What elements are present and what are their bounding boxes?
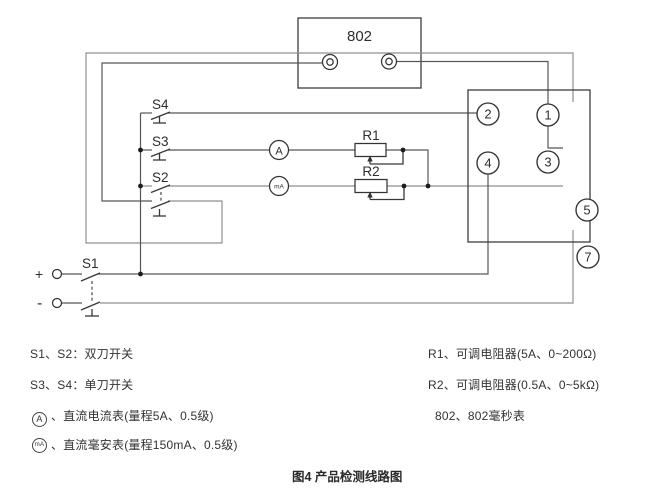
label-s1: S1 <box>82 256 99 271</box>
device-under-test-box <box>467 89 591 243</box>
minus-terminal <box>51 297 63 309</box>
label-minus: - <box>37 295 42 312</box>
svg-text:2: 2 <box>484 107 491 122</box>
svg-text:mA: mA <box>274 183 284 190</box>
label-r2: R2 <box>362 164 379 179</box>
ms-meter-terminals <box>321 53 398 71</box>
legend-text: R2、可调电阻器(0.5A、0~5kΩ) <box>428 378 600 392</box>
legend-row-ammeter: A 、直流电流表(量程5A、0.5级) <box>32 407 214 427</box>
terminal-7: 7 <box>576 245 600 269</box>
switch-s3 <box>150 148 171 161</box>
label-s4: S4 <box>152 97 169 112</box>
legend-row-s3-s4: S3、S4：单刀开关 <box>30 376 133 393</box>
switch-s2 <box>150 184 171 217</box>
svg-text:3: 3 <box>544 155 551 170</box>
svg-text:A: A <box>275 145 283 157</box>
milliammeter-icon: mA <box>32 438 47 453</box>
svg-text:7: 7 <box>584 250 591 265</box>
plus-terminal <box>51 268 63 280</box>
figure-caption: 图4 产品检测线路图 <box>292 470 403 484</box>
terminal-4: 4 <box>476 151 500 175</box>
ammeter-symbol: A <box>268 139 290 161</box>
label-r1: R1 <box>362 128 379 143</box>
label-802: 802 <box>347 28 372 45</box>
junction-dots <box>138 147 431 277</box>
wires <box>62 60 563 304</box>
resistor-r1 <box>354 142 404 165</box>
svg-text:4: 4 <box>484 156 491 171</box>
legend-text: 802、802毫秒表 <box>435 409 526 423</box>
label-plus: + <box>35 266 43 282</box>
resistor-r2 <box>354 178 405 201</box>
terminal-1: 1 <box>536 103 560 127</box>
legend-text: S3、S4：单刀开关 <box>30 378 134 392</box>
label-s3: S3 <box>152 134 169 149</box>
milliammeter-symbol: mA <box>268 175 290 197</box>
legend-row-r2: R2、可调电阻器(0.5A、0~5kΩ) <box>428 376 599 393</box>
legend-text: S1、S2：双刀开关 <box>30 347 134 361</box>
legend-row-802: 802、802毫秒表 <box>435 407 525 424</box>
terminal-2: 2 <box>476 102 500 126</box>
switch-s4 <box>150 111 171 124</box>
svg-text:1: 1 <box>544 108 551 123</box>
legend-text: R1、可调电阻器(5A、0~200Ω) <box>428 347 597 361</box>
legend-row-r1: R1、可调电阻器(5A、0~200Ω) <box>428 345 596 362</box>
legend-text: 、直流电流表(量程5A、0.5级) <box>51 409 214 423</box>
legend-row-s1-s2: S1、S2：双刀开关 <box>30 345 133 362</box>
legend-row-milliammeter: mA 、直流毫安表(量程150mA、0.5级) <box>32 436 238 453</box>
label-s2: S2 <box>152 170 169 185</box>
terminal-3: 3 <box>536 150 560 174</box>
svg-text:5: 5 <box>583 203 590 218</box>
terminal-5: 5 <box>575 198 599 222</box>
switch-s1 <box>80 272 101 317</box>
ammeter-icon: A <box>32 412 47 427</box>
legend-text: 、直流毫安表(量程150mA、0.5级) <box>51 438 238 452</box>
